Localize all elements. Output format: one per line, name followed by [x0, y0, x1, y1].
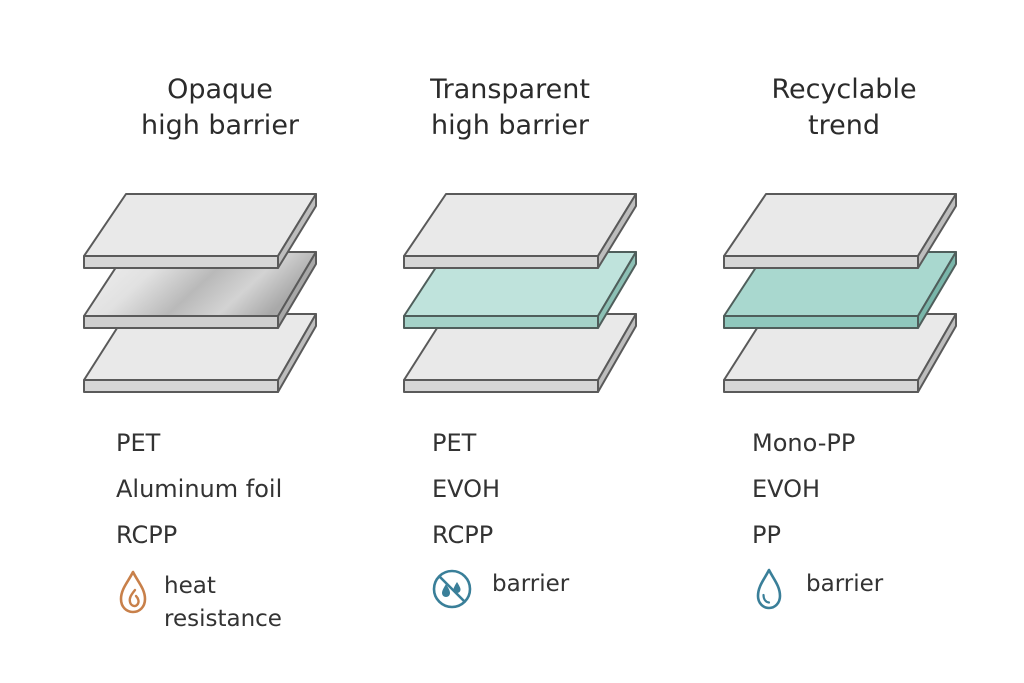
- title-line-2: high barrier: [430, 110, 590, 141]
- layer-sheet-bottom: [83, 313, 317, 393]
- column-opaque-high-barrier: Opaque high barrier: [40, 0, 360, 683]
- layer-label: EVOH: [752, 475, 821, 503]
- no-moisture-icon: [432, 569, 472, 609]
- property-label: barrier: [492, 566, 569, 601]
- layer-label: PP: [752, 521, 781, 549]
- layer-sheet-top: [83, 193, 317, 269]
- property-row: barrier: [430, 566, 569, 612]
- column-recyclable-trend: Recyclable trend Mono-PP EVOH P: [680, 0, 1000, 683]
- layer-label: PET: [116, 429, 161, 457]
- property-row: barrier: [754, 566, 883, 612]
- layer-list: PET Aluminum foil RCPP: [116, 420, 282, 558]
- layer-label: PET: [432, 429, 477, 457]
- layer-stack: [723, 193, 957, 393]
- title-line-1: Transparent: [430, 74, 590, 105]
- layer-sheet-top: [403, 193, 637, 269]
- layer-list: PET EVOH RCPP: [432, 420, 500, 558]
- property-line-1: heat: [164, 573, 216, 599]
- title-line-1: Recyclable: [771, 74, 917, 105]
- layer-label: Aluminum foil: [116, 475, 283, 503]
- layer-label: EVOH: [432, 475, 501, 503]
- property-line-1: barrier: [492, 571, 570, 597]
- column-title: Transparent high barrier: [390, 72, 630, 144]
- layer-stack: [403, 193, 637, 393]
- water-drop-icon: [756, 568, 782, 610]
- layer-label: Mono-PP: [752, 429, 856, 457]
- layer-sheet-bottom: [403, 313, 637, 393]
- column-transparent-high-barrier: Transparent high barrier PET EVOH: [360, 0, 680, 683]
- title-line-2: high barrier: [140, 110, 300, 141]
- property-line-1: barrier: [806, 571, 884, 597]
- layer-sheet-top: [723, 193, 957, 269]
- layer-label: RCPP: [432, 521, 494, 549]
- property-label: heat resistance: [164, 568, 282, 636]
- layer-label: RCPP: [116, 521, 178, 549]
- heat-drop-icon: [119, 570, 147, 614]
- layer-stack: [83, 193, 317, 393]
- layer-list: Mono-PP EVOH PP: [752, 420, 855, 558]
- title-line-1: Opaque: [167, 74, 273, 105]
- property-line-2: resistance: [164, 606, 282, 632]
- column-title: Recyclable trend: [724, 72, 964, 144]
- layer-sheet-bottom: [723, 313, 957, 393]
- property-label: barrier: [806, 566, 883, 601]
- column-title: Opaque high barrier: [100, 72, 340, 144]
- property-row: heat resistance: [116, 568, 282, 636]
- title-line-2: trend: [808, 110, 880, 141]
